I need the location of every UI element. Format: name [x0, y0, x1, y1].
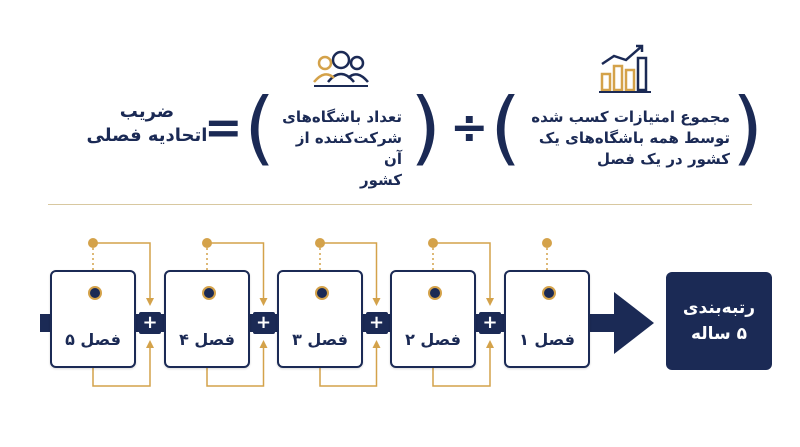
ranking-line2: ۵ ساله — [690, 324, 748, 344]
connector-arrowhead — [372, 340, 381, 348]
right-paren-denominator: ) — [410, 81, 442, 174]
season-box: فصل ۳ — [277, 270, 363, 368]
season-label: فصل ۴ — [179, 330, 235, 349]
numerator-line2: توسط همه باشگاه‌های یک — [538, 129, 730, 147]
top-connector — [320, 242, 378, 300]
coefficient-title: ضریب اتحادیه فصلی — [72, 100, 222, 148]
connector-arrowhead — [146, 298, 154, 306]
season-box: فصل ۱ — [504, 270, 590, 368]
season-box: فصل ۴ — [164, 270, 250, 368]
top-connector — [93, 242, 151, 300]
plus-sign: + — [252, 312, 275, 334]
numerator-text: مجموع امتیازات کسب شده توسط همه باشگاه‌ه… — [524, 107, 730, 170]
season-marker-dot — [88, 286, 102, 300]
season-marker-dot — [315, 286, 329, 300]
season-label: فصل ۱ — [519, 330, 575, 349]
denominator-text: تعداد باشگاه‌های شرکت‌کننده از آن کشور — [276, 107, 402, 191]
growth-chart-icon — [598, 42, 652, 94]
season-box: فصل ۲ — [390, 270, 476, 368]
bottom-connector — [319, 346, 378, 387]
left-paren-denominator: ( — [244, 81, 276, 174]
people-group-icon — [312, 48, 370, 92]
denominator-line1: تعداد باشگاه‌های — [282, 108, 402, 126]
connector-dot — [315, 238, 325, 248]
season-marker-dot — [542, 286, 556, 300]
ranking-line1: رتبه‌بندی — [682, 298, 756, 318]
section-divider — [48, 204, 752, 205]
top-connector — [207, 242, 265, 300]
flow-arrow-head — [614, 292, 654, 354]
connector-arrowhead — [146, 340, 154, 348]
connector-dot — [542, 238, 552, 248]
equals-sign: = — [204, 100, 243, 154]
connector-arrowhead — [486, 340, 494, 348]
season-label: فصل ۲ — [405, 330, 461, 349]
left-paren-numerator: ( — [490, 81, 522, 174]
denominator-line2: شرکت‌کننده از آن — [295, 129, 402, 168]
connector-arrowhead — [259, 340, 268, 348]
connector-dot — [202, 238, 212, 248]
bottom-connector — [206, 346, 265, 387]
numerator-line1: مجموع امتیازات کسب شده — [531, 108, 730, 126]
connector-arrowhead — [372, 298, 381, 306]
connector-arrowhead — [486, 298, 494, 306]
numerator-line3: کشور در یک فصل — [596, 150, 730, 168]
denominator-line3: کشور — [359, 171, 402, 189]
five-year-ranking-box: رتبه‌بندی ۵ ساله — [666, 272, 772, 370]
top-connector — [433, 242, 491, 300]
connector-dot — [428, 238, 438, 248]
coefficient-title-line1: ضریب — [119, 101, 175, 122]
season-label: فصل ۳ — [292, 330, 348, 349]
divide-sign: ÷ — [450, 100, 489, 154]
season-marker-dot — [202, 286, 216, 300]
plus-sign: + — [365, 312, 388, 334]
bottom-connector — [92, 346, 151, 387]
plus-sign: + — [479, 312, 501, 334]
coefficient-title-line2: اتحادیه فصلی — [86, 125, 208, 146]
season-label: فصل ۵ — [65, 330, 121, 349]
connector-dot — [88, 238, 98, 248]
plus-sign: + — [139, 312, 161, 334]
right-paren-numerator: ) — [732, 81, 764, 174]
bottom-connector — [432, 346, 491, 387]
connector-arrowhead — [259, 298, 268, 306]
season-box: فصل ۵ — [50, 270, 136, 368]
season-marker-dot — [428, 286, 442, 300]
